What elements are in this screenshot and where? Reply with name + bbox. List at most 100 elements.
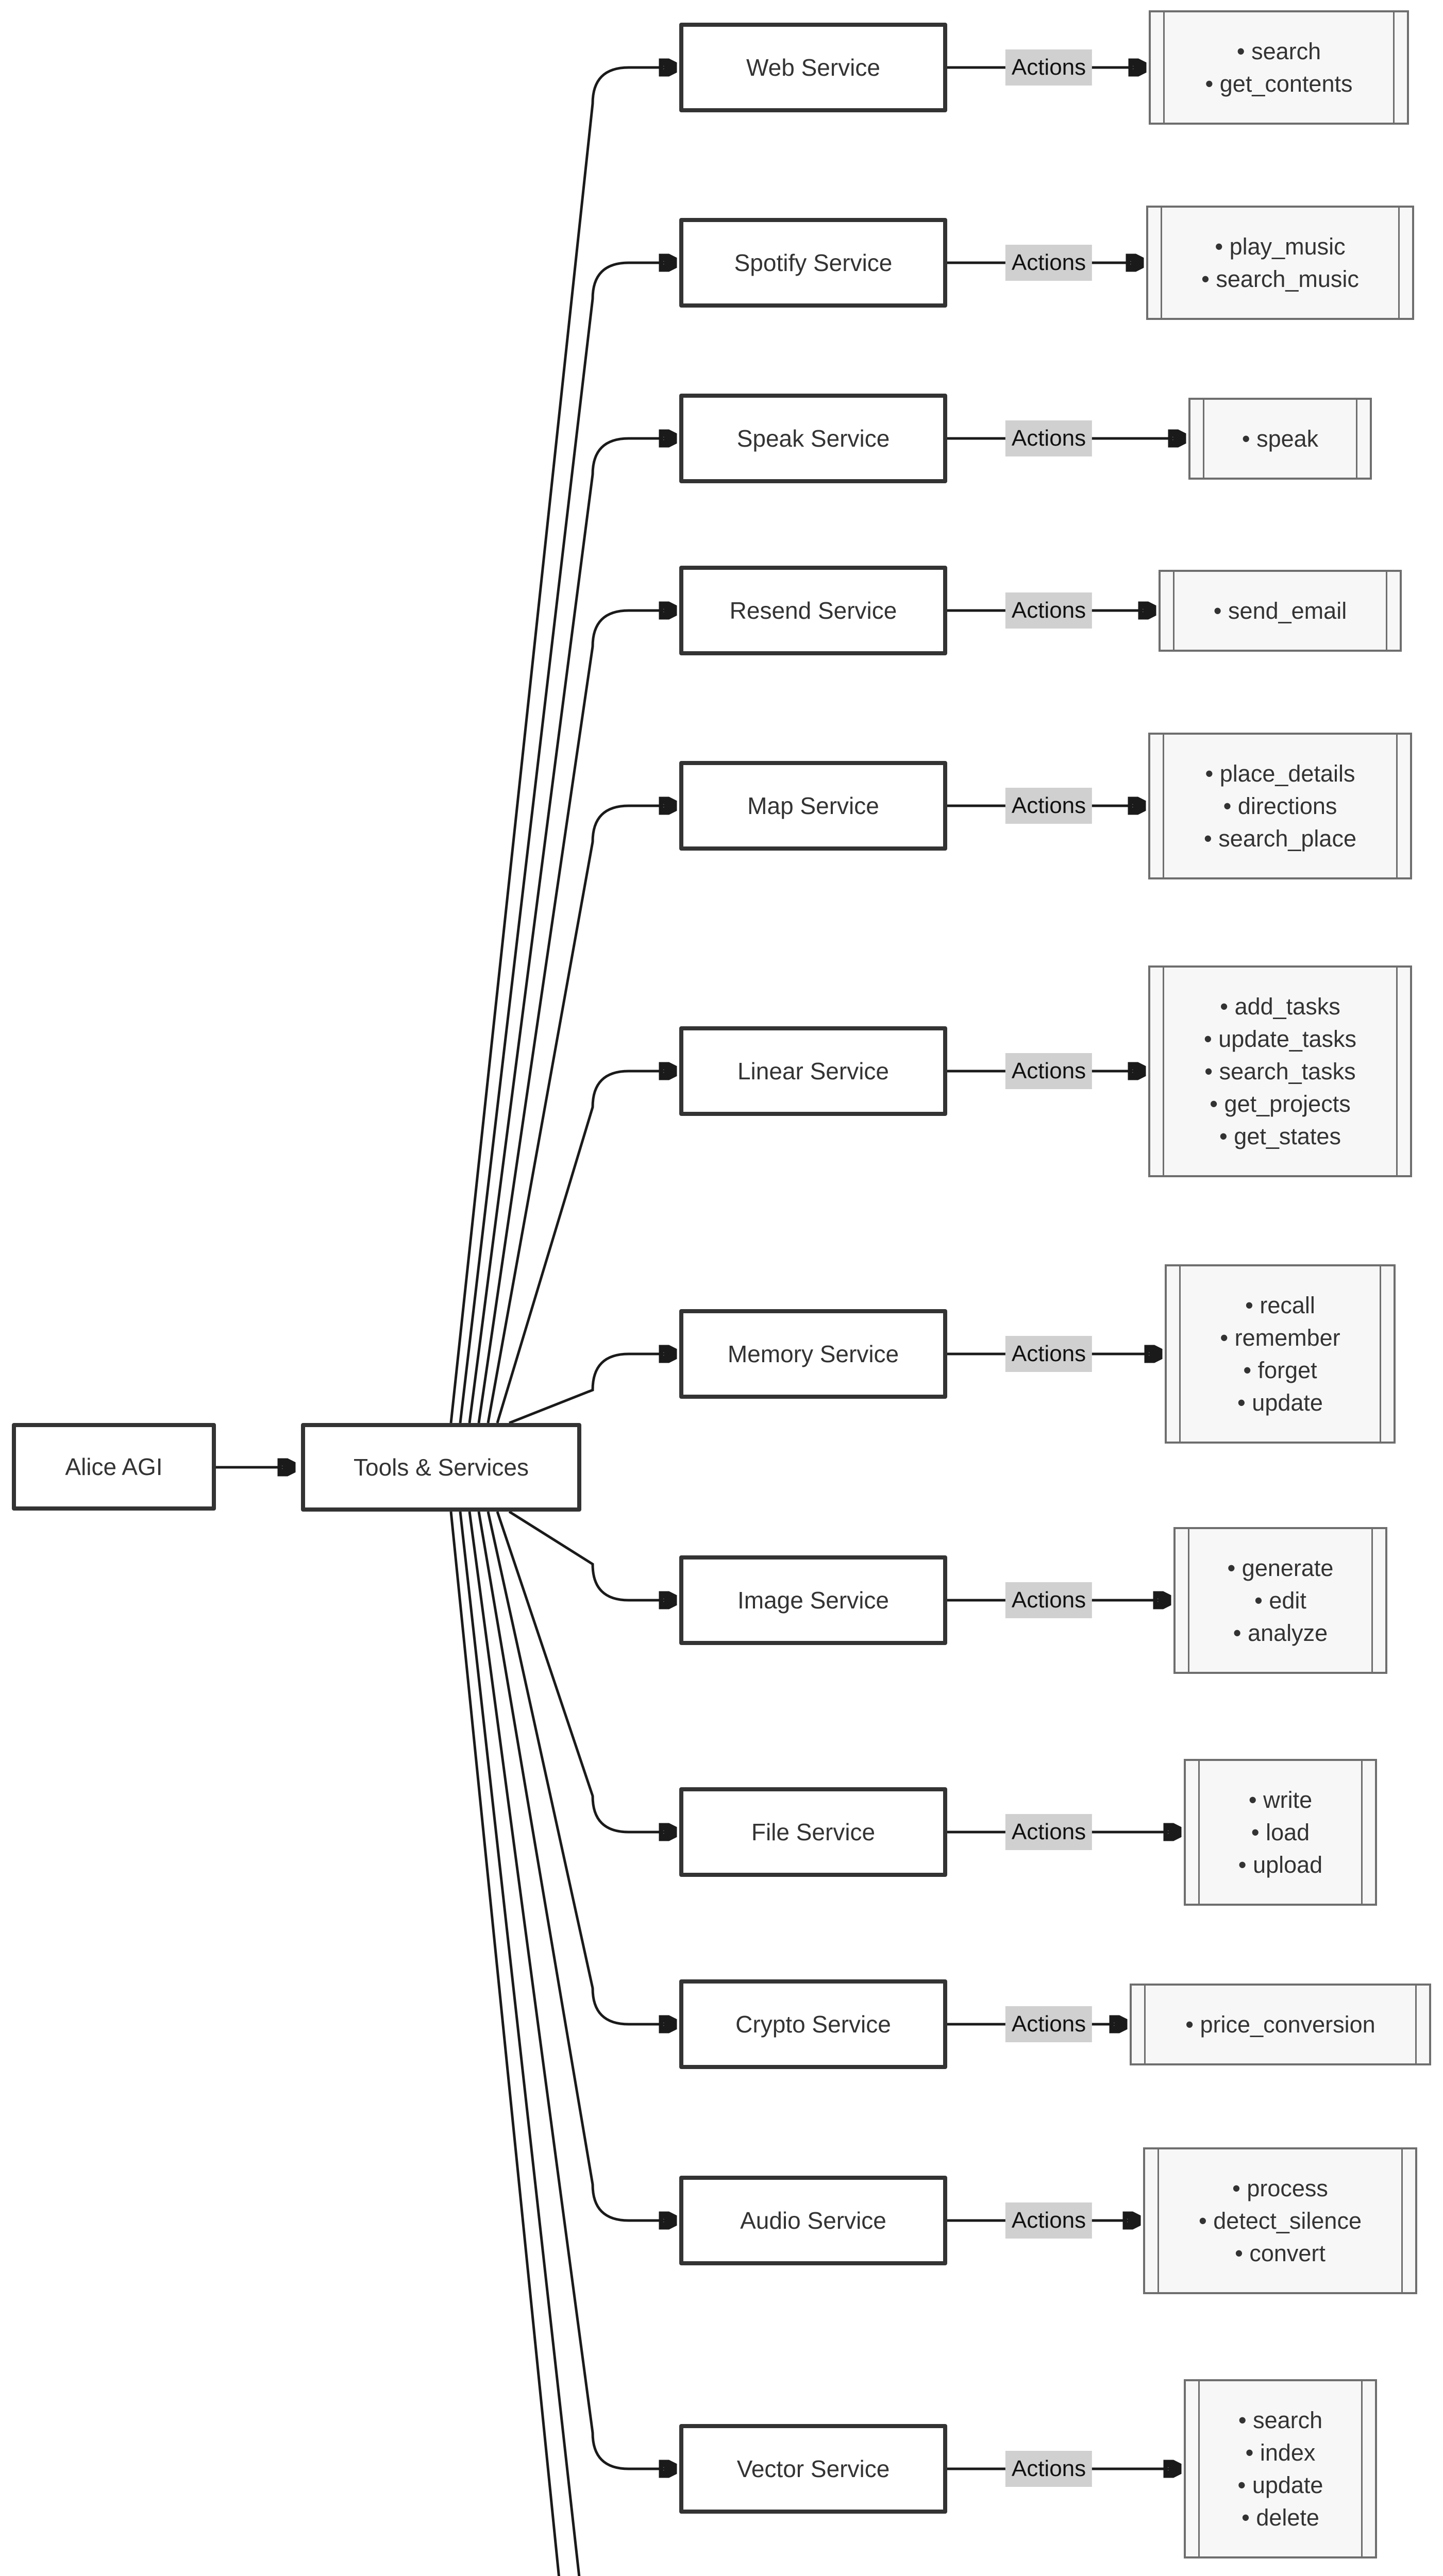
edge-label-actions-crypto: Actions: [1005, 2006, 1093, 2042]
edge-label-actions-file: Actions: [1005, 1814, 1093, 1850]
action-items-audio: process detect_silence convert: [1199, 2172, 1362, 2269]
edge-hub-to-crypto: [486, 1511, 675, 2024]
node-crypto-service: Crypto Service: [679, 1979, 947, 2069]
action-item: place_details: [1204, 757, 1356, 790]
node-memory-service-label: Memory Service: [727, 1341, 899, 1367]
node-web-service-label: Web Service: [746, 54, 880, 81]
action-item: generate: [1228, 1552, 1334, 1584]
node-file-service: File Service: [679, 1787, 947, 1877]
edge-hub-to-vector: [468, 1511, 675, 2469]
action-item: update: [1220, 1386, 1340, 1419]
action-item: write: [1238, 1784, 1322, 1816]
action-item: price_conversion: [1185, 2008, 1375, 2041]
node-file-service-label: File Service: [751, 1819, 876, 1845]
node-speak-service: Speak Service: [679, 394, 947, 483]
action-items-memory: recall remember forget update: [1220, 1289, 1340, 1419]
action-item: send_email: [1214, 595, 1347, 627]
actions-list-linear: add_tasks update_tasks search_tasks get_…: [1148, 965, 1412, 1177]
actions-list-file: write load upload: [1184, 1759, 1377, 1906]
node-tools-services: Tools & Services: [301, 1423, 581, 1512]
action-item: process: [1199, 2172, 1362, 2205]
action-items-image: generate edit analyze: [1228, 1552, 1334, 1649]
action-items-map: place_details directions search_place: [1204, 757, 1356, 855]
action-item: convert: [1199, 2237, 1362, 2269]
actions-list-web: search get_contents: [1149, 10, 1409, 125]
node-image-service: Image Service: [679, 1555, 947, 1645]
actions-list-spotify: play_music search_music: [1146, 206, 1414, 320]
edge-label-actions-speak: Actions: [1005, 420, 1093, 456]
action-items-resend: send_email: [1214, 595, 1347, 627]
actions-list-memory: recall remember forget update: [1165, 1264, 1396, 1444]
actions-list-map: place_details directions search_place: [1148, 733, 1412, 879]
action-item: edit: [1228, 1584, 1334, 1617]
node-crypto-service-label: Crypto Service: [735, 2011, 891, 2038]
action-items-speak: speak: [1242, 422, 1318, 455]
action-item: load: [1238, 1816, 1322, 1849]
node-spotify-service-label: Spotify Service: [734, 249, 893, 276]
node-map-service-label: Map Service: [747, 792, 879, 819]
edge-hub-to-audio: [477, 1511, 675, 2221]
action-item: speak: [1242, 422, 1318, 455]
action-item: upload: [1238, 1849, 1322, 1881]
node-spotify-service: Spotify Service: [679, 218, 947, 308]
edge-hub-to-web: [449, 67, 675, 1423]
action-items-spotify: play_music search_music: [1201, 230, 1359, 295]
node-linear-service: Linear Service: [679, 1026, 947, 1116]
edge-hub-to-spotify: [459, 263, 675, 1423]
node-alice-agi-label: Alice AGI: [65, 1453, 163, 1480]
node-audio-service: Audio Service: [679, 2176, 947, 2265]
edge-hub-to-image: [508, 1510, 675, 1600]
action-item: update_tasks: [1204, 1023, 1356, 1055]
edge-hub-to-resend: [477, 611, 675, 1423]
edge-label-actions-image: Actions: [1005, 1582, 1093, 1618]
action-item: update: [1238, 2469, 1323, 2501]
action-item: search: [1205, 35, 1353, 67]
edge-hub-to-linear: [496, 1071, 675, 1423]
node-alice-agi: Alice AGI: [12, 1423, 216, 1511]
action-item: analyze: [1228, 1617, 1334, 1649]
action-item: delete: [1238, 2501, 1323, 2534]
action-items-crypto: price_conversion: [1185, 2008, 1375, 2041]
edge-label-actions-linear: Actions: [1005, 1053, 1093, 1089]
edge-label-actions-audio: Actions: [1005, 2202, 1093, 2239]
node-image-service-label: Image Service: [737, 1587, 889, 1614]
action-item: get_contents: [1205, 67, 1353, 100]
action-items-vector: search index update delete: [1238, 2404, 1323, 2534]
node-web-service: Web Service: [679, 23, 947, 112]
edge-label-actions-vector: Actions: [1005, 2451, 1093, 2487]
node-resend-service-label: Resend Service: [729, 597, 897, 624]
action-item: search_music: [1201, 263, 1359, 295]
action-item: search_tasks: [1204, 1055, 1356, 1088]
action-items-file: write load upload: [1238, 1784, 1322, 1881]
edge-label-actions-map: Actions: [1005, 788, 1093, 824]
action-item: get_projects: [1204, 1088, 1356, 1120]
actions-list-crypto: price_conversion: [1130, 1984, 1431, 2065]
edge-hub-to-file: [496, 1511, 675, 1832]
actions-list-speak: speak: [1188, 398, 1372, 480]
action-item: forget: [1220, 1354, 1340, 1386]
action-item: detect_silence: [1199, 2205, 1362, 2237]
actions-list-resend: send_email: [1159, 570, 1402, 652]
node-vector-service: Vector Service: [679, 2424, 947, 2514]
action-item: remember: [1220, 1321, 1340, 1354]
node-audio-service-label: Audio Service: [740, 2207, 886, 2234]
action-item: recall: [1220, 1289, 1340, 1321]
node-map-service: Map Service: [679, 761, 947, 851]
action-items-web: search get_contents: [1205, 35, 1353, 100]
edge-hub-to-speak: [468, 438, 675, 1423]
node-linear-service-label: Linear Service: [737, 1058, 890, 1084]
node-tools-services-label: Tools & Services: [353, 1454, 529, 1481]
action-item: add_tasks: [1204, 990, 1356, 1023]
actions-list-vector: search index update delete: [1184, 2379, 1377, 2558]
action-item: get_states: [1204, 1120, 1356, 1153]
node-speak-service-label: Speak Service: [736, 425, 890, 452]
actions-list-audio: process detect_silence convert: [1143, 2147, 1417, 2294]
node-memory-service: Memory Service: [679, 1309, 947, 1399]
edge-label-actions-memory: Actions: [1005, 1336, 1093, 1372]
action-item: play_music: [1201, 230, 1359, 263]
edge-label-actions-web: Actions: [1005, 49, 1093, 86]
action-items-linear: add_tasks update_tasks search_tasks get_…: [1204, 990, 1356, 1153]
edge-label-actions-resend: Actions: [1005, 592, 1093, 629]
edge-hub-to-memory: [509, 1354, 675, 1425]
